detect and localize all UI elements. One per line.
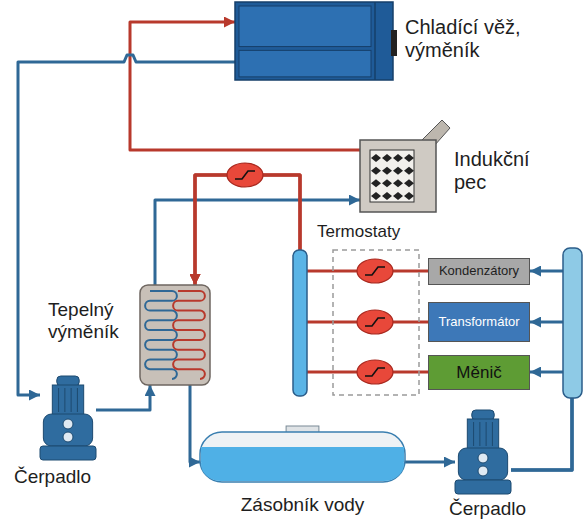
- transformer-box: Transformátor: [428, 302, 530, 342]
- inverter-box: Měnič: [428, 355, 530, 390]
- pipe: [405, 461, 455, 464]
- thermostat-symbol: [357, 310, 393, 334]
- cooling-tower: Chladící věž, výměník: [235, 2, 393, 80]
- water-tank: Zásobník vody: [200, 432, 405, 482]
- thermostat-symbol: [357, 259, 393, 283]
- box-label: Transformátor: [438, 315, 519, 330]
- induction-furnace-shape: [360, 140, 436, 212]
- pipe: [18, 55, 235, 395]
- box-label: Kondenzátory: [439, 264, 519, 279]
- water-tank-shape: [200, 432, 405, 482]
- pipe: [96, 385, 150, 410]
- pipe: [190, 385, 200, 462]
- thermostat-symbol: [227, 163, 263, 187]
- part-label: Čerpadlo: [14, 466, 124, 488]
- cooling-tower-shape: [235, 2, 393, 80]
- pump-shape: [455, 410, 511, 494]
- part-label: Tepelný výměník: [48, 299, 136, 343]
- part-label: Chladící věž, výměník: [405, 16, 555, 62]
- pump: Čerpadlo: [40, 376, 96, 460]
- thermostat-group: Termostaty: [333, 250, 419, 395]
- capacitor-box: Kondenzátory: [428, 258, 530, 285]
- part-label: Čerpadlo: [449, 498, 549, 520]
- thermostat-group-shape: [333, 250, 419, 395]
- box-label: Měnič: [456, 363, 501, 383]
- heat-exchanger: Tepelný výměník: [140, 285, 210, 385]
- heat-exchanger-shape: [140, 285, 210, 385]
- part-label: Indukční pec: [454, 148, 550, 194]
- part-label: Termostaty: [317, 222, 437, 242]
- pump: Čerpadlo: [455, 410, 511, 494]
- induction-furnace: Indukční pec: [360, 140, 436, 212]
- pump-shape: [40, 376, 96, 460]
- thermostat-symbol: [357, 360, 393, 384]
- manifold: [563, 248, 582, 398]
- part-label: Zásobník vody: [190, 494, 415, 516]
- manifold: [293, 250, 307, 396]
